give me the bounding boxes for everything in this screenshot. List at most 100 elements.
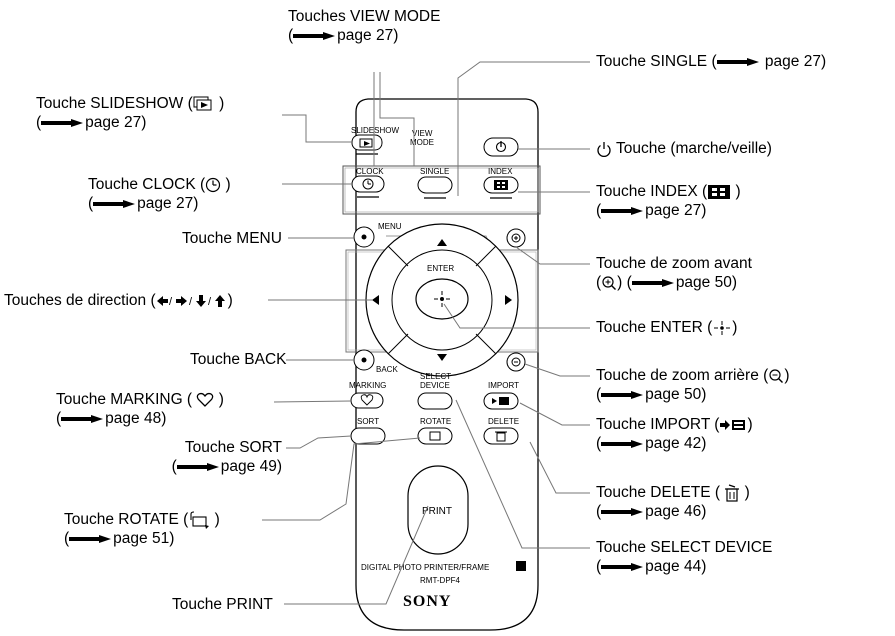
label-single: Touche SINGLE ( page 27) [596,52,826,71]
svg-text:/: / [189,296,193,308]
label-slideshow: Touche SLIDESHOW ( ) (page 27) [36,95,225,131]
label-single-page: page 27) [764,53,827,70]
label-import-page: page 42) [645,435,707,452]
label-marking: Touche MARKING ( ) (page 48) [56,391,224,427]
remote-model-line: DIGITAL PHOTO PRINTER/FRAME [361,563,489,572]
label-sort: Touche SORT (page 49) [171,439,282,475]
select-device-button[interactable] [417,392,453,410]
arrow-icon [293,31,336,40]
view-mode-group-box [342,165,541,215]
remote-select-text: SELECT [420,372,451,381]
svg-text:/: / [208,296,212,308]
zoom-in-icon [602,276,617,290]
label-sort-text: Touche SORT [184,439,282,456]
remote-brand: SONY [403,593,451,610]
label-index-text: Touche INDEX ( [596,183,708,200]
rotate-button[interactable] [417,427,453,445]
label-import-text: Touche IMPORT ( [596,416,720,433]
label-zoom-out-text: Touche de zoom arrière ( [596,367,769,384]
label-zoom-in: Touche de zoom avant () (page 50) [596,255,752,291]
print-button[interactable] [407,465,469,555]
remote-clock-text: CLOCK [356,167,384,176]
label-menu-text: Touche MENU [182,230,282,247]
label-zoom-out: Touche de zoom arrière () (page 50) [596,367,790,403]
enter-icon [714,320,731,335]
zoom-out-icon [769,369,784,383]
label-print: Touche PRINT [172,595,273,614]
arrow-icon [601,206,644,215]
arrow-icon [61,414,104,423]
label-marking-page: page 48) [105,410,167,427]
label-enter-text: Touche ENTER ( [596,319,713,336]
label-slideshow-text: Touche SLIDESHOW ( [36,95,193,112]
label-rotate-text: Touche ROTATE ( [64,511,189,528]
arrow-icon [601,390,644,399]
label-back: Touche BACK [190,350,287,369]
trash-icon [725,484,740,502]
index-icon [708,184,731,199]
label-rotate-page: page 51) [113,530,175,547]
label-direction: Touches de direction (///) [4,292,233,309]
clock-icon [206,177,221,193]
label-view-mode-text: Touches VIEW MODE [288,8,441,25]
label-menu: Touche MENU [182,229,282,248]
label-direction-text: Touches de direction ( [4,292,156,309]
remote-device-text: DEVICE [420,381,450,390]
label-select-device-text: Touche SELECT DEVICE [596,539,773,556]
label-clock: Touche CLOCK ( ) (page 27) [88,176,231,212]
remote-single-text: SINGLE [420,167,449,176]
remote-import-text: IMPORT [488,381,519,390]
remote-mode-text: MODE [410,138,434,147]
arrow-icon [601,562,644,571]
remote-view-text: VIEW [412,129,433,138]
leader-lines [262,61,590,605]
arrow-icon [41,118,84,127]
slideshow-icon [193,96,212,111]
label-select-device: Touche SELECT DEVICE (page 44) [596,539,773,575]
remote-slideshow-text: SLIDESHOW [351,126,399,135]
remote-print-text: PRINT [422,506,452,517]
label-delete-page: page 46) [645,503,707,520]
label-clock-page: page 27) [137,195,199,212]
arrow-icon [69,534,112,543]
arrow-icon [601,439,644,448]
label-index-page: page 27) [645,202,707,219]
label-select-device-page: page 44) [645,558,707,575]
remote-enter-text: ENTER [427,264,454,273]
label-delete: Touche DELETE ( ) (page 46) [596,484,750,520]
label-power-text: Touche (marche/veille) [616,140,772,157]
label-delete-text: Touche DELETE ( [596,484,721,501]
remote-back-text: BACK [376,365,398,374]
remote-model: RMT-DPF4 [420,576,461,585]
arrow-icon [176,462,219,471]
remote-menu-text: MENU [378,222,402,231]
remote-marking-text: MARKING [349,381,386,390]
label-print-text: Touche PRINT [172,596,273,613]
label-zoom-out-page: page 50) [645,386,707,403]
arrow-icon [93,199,136,208]
remote-rotate-text: ROTATE [420,417,451,426]
label-power: Touche (marche/veille) [596,139,772,158]
label-slideshow-page: page 27) [85,114,147,131]
single-button[interactable] [417,176,453,194]
direction-arrows-icon: / / / [156,294,225,308]
label-back-text: Touche BACK [190,351,287,368]
label-import: Touche IMPORT () (page 42) [596,416,753,452]
label-index: Touche INDEX ( ) (page 27) [596,183,741,219]
label-zoom-in-page: page 50) [675,274,738,291]
remote-delete-text: DELETE [488,417,519,426]
remote-sort-text: SORT [357,417,379,426]
rotate-icon [190,511,210,529]
label-clock-text: Touche CLOCK ( [88,176,206,193]
label-view-mode: Touches VIEW MODE (page 27) [288,8,441,44]
import-icon [720,419,746,430]
arrow-icon [631,278,674,287]
label-view-mode-page: page 27) [337,27,399,44]
svg-text:/: / [169,296,173,308]
delete-button[interactable] [483,427,519,445]
power-icon [597,141,611,157]
marking-button[interactable] [350,392,384,409]
label-single-text: Touche SINGLE ( [596,53,717,70]
label-zoom-in-text: Touche de zoom avant [596,255,752,272]
